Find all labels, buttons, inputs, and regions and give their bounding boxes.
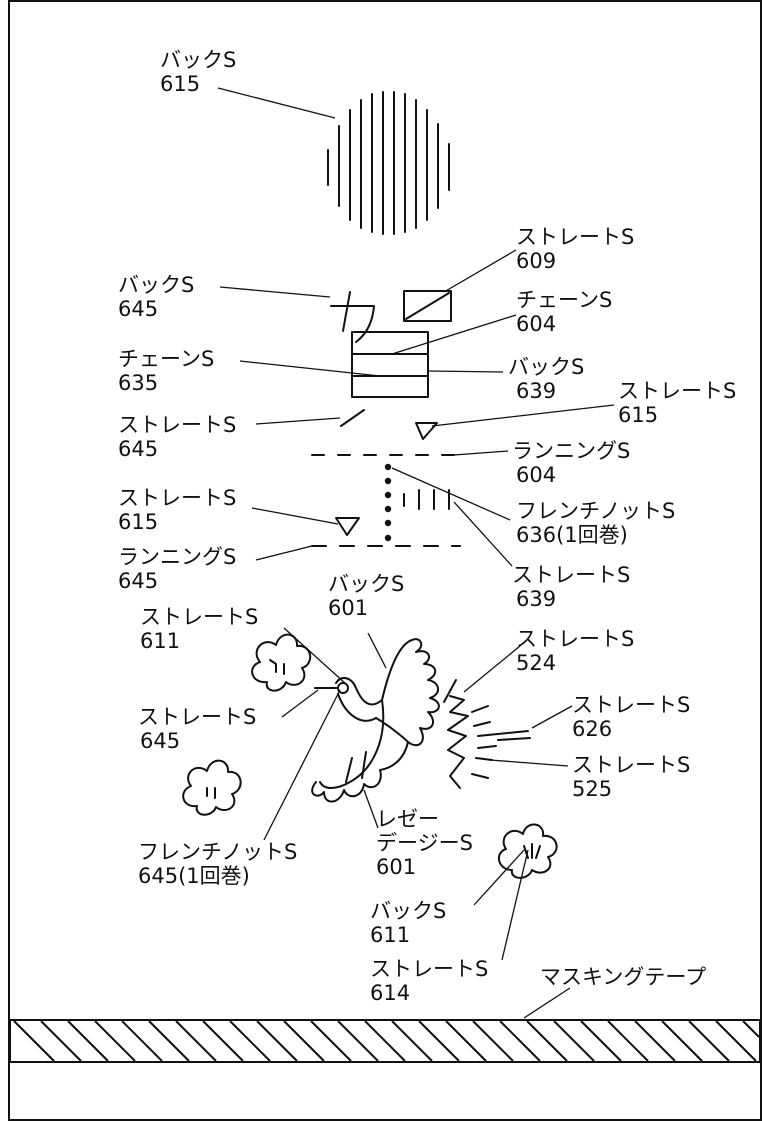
triangle-stitch-right	[415, 422, 438, 440]
hatch-line	[229, 1020, 271, 1062]
hatch-line	[607, 1020, 649, 1062]
hatch-line	[175, 1020, 217, 1062]
ray-stitches	[471, 705, 531, 779]
hatch-line	[445, 1020, 487, 1062]
masking-tape-band	[9, 1019, 761, 1063]
ka-glyph-stitch	[330, 291, 375, 343]
hatch-line	[121, 1020, 163, 1062]
hatch-line	[391, 1020, 433, 1062]
leader-lines	[217, 87, 615, 1019]
hatch-line	[148, 1020, 190, 1062]
frame-border	[8, 0, 762, 1121]
hatch-line	[715, 1020, 757, 1062]
hatch-line	[310, 1020, 352, 1062]
flower-bottom-left	[182, 759, 242, 816]
hatch-line	[202, 1020, 244, 1062]
hatch-line	[256, 1020, 298, 1062]
hatch-line	[13, 1020, 55, 1062]
hatch-line	[364, 1020, 406, 1062]
hatch-line	[40, 1020, 82, 1062]
triple-box-stitch	[351, 331, 429, 398]
hatch-line	[67, 1020, 109, 1062]
zigzag-stitch	[443, 679, 469, 789]
short-vertical-stitches	[403, 489, 450, 510]
triangle-stitch-left	[335, 517, 360, 536]
label-masking-tape: マスキングテープ	[540, 965, 706, 989]
flower-bottom-right	[497, 823, 558, 879]
small-slash-stitch	[340, 409, 365, 427]
moon-stitches	[327, 91, 450, 235]
hatch-line	[688, 1020, 730, 1062]
hatch-line	[94, 1020, 136, 1062]
hatch-line	[742, 1020, 760, 1038]
hatch-line	[526, 1020, 568, 1062]
slashed-box-stitch	[403, 290, 452, 322]
hatch-line	[499, 1020, 541, 1062]
hatch-line	[634, 1020, 676, 1062]
hatch-line	[472, 1020, 514, 1062]
flower-top-left	[251, 633, 312, 692]
hatch-line	[283, 1020, 325, 1062]
hatch-line	[418, 1020, 460, 1062]
hatch-line	[580, 1020, 622, 1062]
hatch-line	[553, 1020, 595, 1062]
hatch-line	[337, 1020, 379, 1062]
french-knot-dots	[384, 463, 392, 542]
bird-stitch	[311, 638, 440, 803]
hatch-line	[661, 1020, 703, 1062]
masking-tape-hatch	[13, 1020, 760, 1062]
